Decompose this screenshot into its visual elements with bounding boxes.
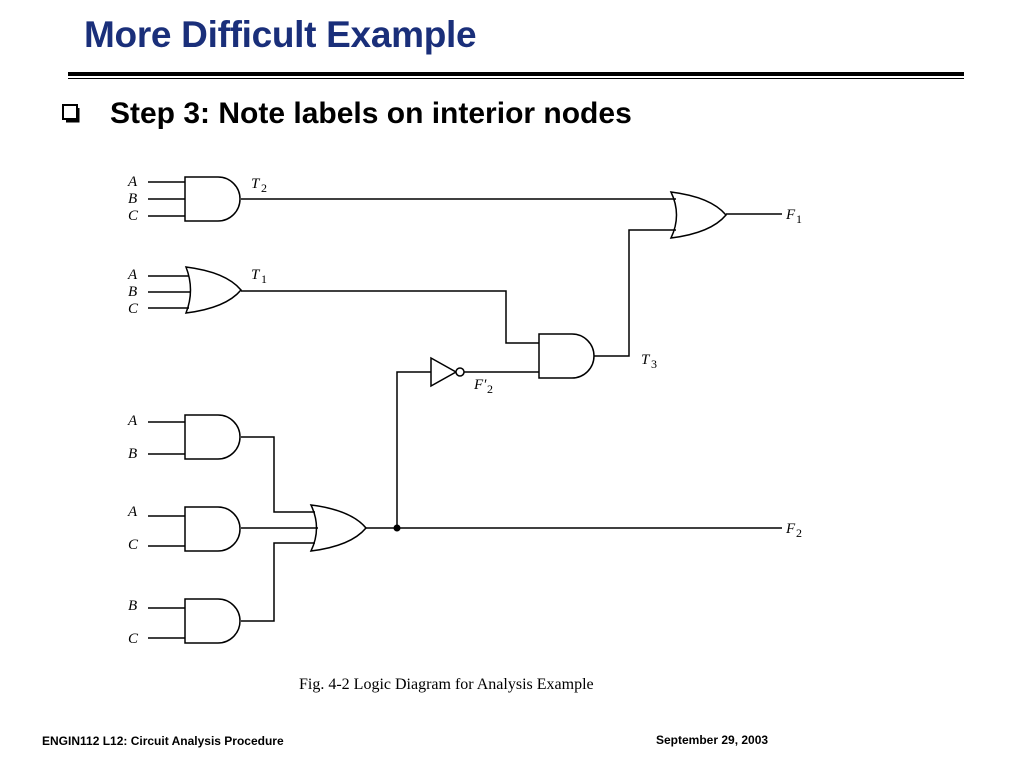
and-gate-ac xyxy=(184,506,241,552)
hollow-square-bullet-icon xyxy=(62,104,80,123)
input-label: B xyxy=(128,446,137,462)
input-label: C xyxy=(128,301,139,317)
node-label-t1: T xyxy=(251,267,261,283)
footer-course: ENGIN112 L12: Circuit Analysis Procedure xyxy=(42,734,284,748)
input-label: A xyxy=(127,174,138,190)
node-label-t2-sub: 2 xyxy=(261,181,267,195)
input-label: A xyxy=(127,413,138,429)
input-label: B xyxy=(128,191,137,207)
or-gate-t1 xyxy=(184,266,242,314)
input-label: B xyxy=(128,284,137,300)
node-label-t1-sub: 1 xyxy=(261,272,267,286)
input-label: C xyxy=(128,537,139,553)
footer-date: September 29, 2003 xyxy=(656,733,769,747)
slide-title: More Difficult Example xyxy=(84,14,477,55)
node-label-t3: T xyxy=(641,352,651,368)
input-label: A xyxy=(127,504,138,520)
and-gate-bc xyxy=(184,598,241,644)
and-gate-ab xyxy=(184,414,241,460)
output-label-f2: F xyxy=(785,521,796,537)
or-gate-f1 xyxy=(669,191,727,239)
and-gate-t2 xyxy=(184,176,241,222)
title-divider-thin xyxy=(68,78,964,79)
node-label-f2-complement: F′ xyxy=(473,377,487,393)
node-label-f2-complement-sub: 2 xyxy=(487,382,493,396)
input-label: A xyxy=(127,267,138,283)
node-label-t2: T xyxy=(251,176,261,192)
output-label-f1-sub: 1 xyxy=(796,212,802,226)
inverter-bubble xyxy=(455,367,465,377)
inverter-gate xyxy=(430,356,458,388)
output-label-f2-sub: 2 xyxy=(796,526,802,540)
node-label-t3-sub: 3 xyxy=(651,357,657,371)
output-label-f1: F xyxy=(785,207,796,223)
input-label: C xyxy=(128,208,139,224)
and-gate-t3 xyxy=(538,333,595,379)
figure-caption: Fig. 4-2 Logic Diagram for Analysis Exam… xyxy=(299,676,594,693)
input-label: C xyxy=(128,631,139,647)
or-gate-f2 xyxy=(309,504,367,552)
junction-dot xyxy=(393,524,401,532)
bullet-step-text: Step 3: Note labels on interior nodes xyxy=(110,97,632,130)
input-label: B xyxy=(128,598,137,614)
title-divider-thick xyxy=(68,72,964,76)
